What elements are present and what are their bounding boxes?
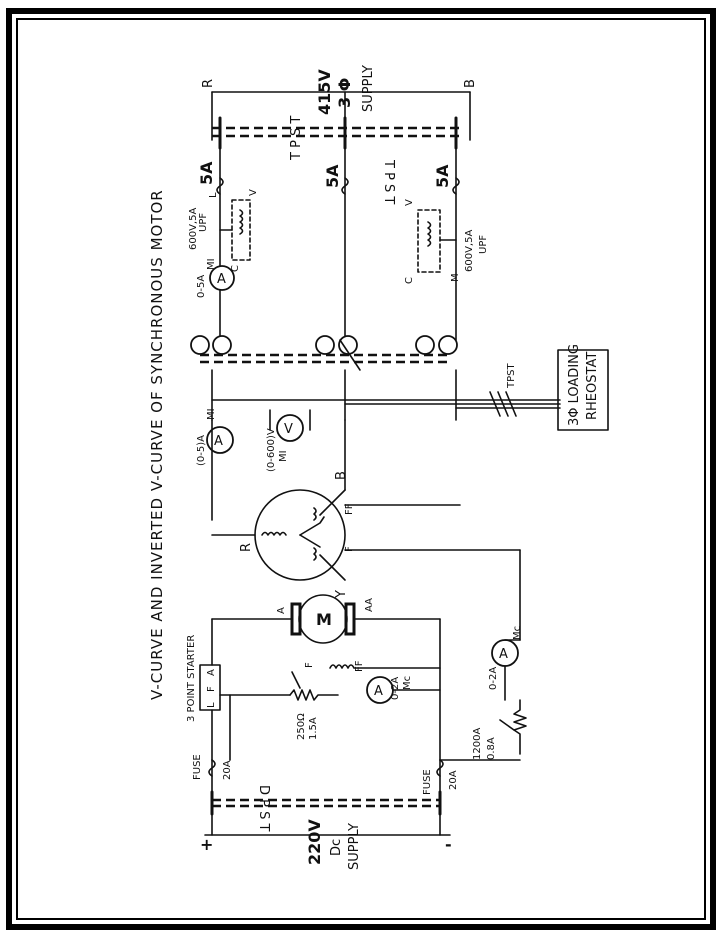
dc-motor-a: A bbox=[276, 607, 287, 614]
dc-supply-type: Dc bbox=[329, 839, 344, 856]
loading-rheostat: 3Φ LOADING RHEOSTAT bbox=[557, 344, 609, 431]
loading-rheostat-line2: RHEOSTAT bbox=[585, 352, 600, 420]
ammeter-0-5a-range: 0-5A bbox=[196, 275, 207, 298]
fuse-5a-y-label: 5A bbox=[323, 164, 342, 188]
ac-ammeter-type: MI bbox=[206, 408, 217, 420]
fuse-5a-r-label: 5A bbox=[197, 161, 216, 185]
dpst-switch: D P S T bbox=[210, 785, 442, 831]
three-point-starter: 3 POINT STARTER L F A bbox=[186, 635, 221, 722]
fuse-dc-2-label: FUSE bbox=[422, 769, 433, 795]
fuse-dc-1: FUSE 20A bbox=[192, 754, 233, 780]
exciter-rheostat-current: 0.8A bbox=[486, 737, 497, 760]
field-rheostat: 250Ω 1.5A bbox=[289, 671, 339, 740]
starter-terminal-f: F bbox=[206, 686, 217, 692]
page-border-inner bbox=[16, 18, 706, 920]
fuse-5a-b-label: 5A bbox=[433, 164, 452, 188]
field-rheostat-current: 1.5A bbox=[308, 717, 319, 740]
field-ammeter-range: 0-2A bbox=[390, 677, 401, 700]
ac-voltmeter-symbol: V bbox=[284, 422, 293, 437]
exciter-rheostat: 1200A 0.8A bbox=[472, 699, 527, 760]
tpst-top-switch: T P S T T P S T bbox=[212, 116, 460, 204]
fuse-5a-r: 5A bbox=[197, 161, 224, 195]
field-rheostat-value: 250Ω bbox=[296, 713, 307, 740]
wattmeter-2-rating: 600V,5A bbox=[464, 230, 475, 272]
wattmeter-1-terminal-v: V bbox=[248, 189, 259, 196]
dc-supply-voltage: 220V bbox=[305, 819, 324, 865]
field-ammeter-symbol: A bbox=[374, 684, 383, 699]
page-border-outer bbox=[6, 8, 716, 930]
tpst-load: TPST bbox=[489, 363, 517, 417]
ac-supply-label: SUPPLY bbox=[361, 65, 376, 112]
wattmeter-1-rating: 600V,5A bbox=[188, 208, 199, 250]
ammeter-0-5a-type: MI bbox=[206, 258, 217, 270]
field-ammeter: A 0-2A Mc bbox=[366, 676, 413, 704]
wattmeter-2-terminal-c: C bbox=[404, 277, 415, 284]
ac-ammeter: A (0-5)A MI bbox=[196, 408, 234, 466]
wattmeter-2-type: UPF bbox=[478, 235, 489, 254]
dc-supply-minus: - bbox=[445, 835, 452, 854]
tpst-mid-switch bbox=[190, 335, 458, 371]
fuse-5a-y: 5A bbox=[323, 164, 349, 195]
starter-label: 3 POINT STARTER bbox=[186, 635, 197, 722]
ac-supply-voltage: 415V bbox=[315, 69, 334, 115]
wattmeter-2-terminal-v: V bbox=[404, 199, 415, 206]
dc-supply-plus: + bbox=[200, 835, 213, 854]
tpst-top-label-2: T P S T bbox=[381, 159, 396, 204]
fuse-dc-1-rating: 20A bbox=[222, 760, 233, 780]
wattmeter-1: 600V,5A UPF L C V bbox=[188, 189, 259, 272]
ac-supply: R B 415V 3 Φ SUPPLY bbox=[201, 65, 478, 141]
dc-supply-label: SUPPLY bbox=[347, 823, 362, 870]
ac-ammeter-symbol: A bbox=[214, 434, 223, 449]
ac-ammeter-range: (0-5)A bbox=[196, 435, 207, 466]
ac-voltmeter-range: (0-600)V bbox=[266, 428, 277, 472]
motor-field-ff: FF bbox=[354, 660, 365, 672]
fuse-dc-1-label: FUSE bbox=[192, 754, 203, 780]
ac-voltmeter-type: MI bbox=[278, 450, 289, 462]
alt-field-ff: FF bbox=[344, 503, 355, 515]
alt-phase-r: R bbox=[239, 543, 254, 552]
wattmeter-1-type: UPF bbox=[198, 213, 209, 232]
motor-field-winding: F FF bbox=[304, 660, 365, 672]
dc-field-ammeter-range: 0-2A bbox=[488, 667, 499, 690]
field-ammeter-type: Mc bbox=[402, 676, 413, 690]
starter-terminal-a: A bbox=[206, 669, 217, 676]
tpst-top-label: T P S T bbox=[289, 116, 304, 161]
dc-field-ammeter-symbol: A bbox=[499, 647, 508, 662]
fuse-5a-b: 5A bbox=[433, 164, 460, 195]
alt-phase-b: B bbox=[334, 471, 349, 480]
dpst-label: D P S T bbox=[256, 785, 271, 831]
ammeter-0-5a: A 0-5A MI bbox=[196, 258, 235, 298]
alt-phase-y: Y bbox=[334, 590, 349, 599]
phase-label-r: R bbox=[201, 79, 216, 88]
ac-supply-phase: 3 Φ bbox=[335, 78, 354, 108]
exciter-rheostat-value: 1200A bbox=[472, 728, 483, 760]
wattmeter-2-terminal-m: M bbox=[450, 273, 461, 282]
starter-terminal-l: L bbox=[206, 702, 217, 708]
wattmeter-2: 600V,5A UPF M C V bbox=[404, 199, 489, 284]
dc-motor-symbol: M bbox=[316, 610, 332, 629]
loading-rheostat-line1: 3Φ LOADING bbox=[567, 344, 582, 426]
diagram-title: V-CURVE AND INVERTED V-CURVE OF SYNCHRON… bbox=[148, 189, 166, 700]
wattmeter-1-terminal-l: L bbox=[208, 192, 219, 198]
wattmeter-1-terminal-c: C bbox=[230, 265, 241, 272]
dc-field-ammeter-type: Mc bbox=[512, 626, 523, 640]
ammeter-0-5a-symbol: A bbox=[217, 272, 226, 287]
ac-voltmeter: V (0-600)V MI bbox=[266, 414, 304, 472]
fuse-dc-2-rating: 20A bbox=[448, 770, 459, 790]
fuse-dc-2: FUSE 20A bbox=[422, 759, 459, 795]
tpst-load-label: TPST bbox=[506, 363, 517, 389]
synchronous-machine: R Y B FF F bbox=[211, 471, 355, 599]
phase-label-b: B bbox=[463, 79, 478, 88]
alt-field-f: F bbox=[344, 546, 355, 552]
motor-field-f: F bbox=[304, 662, 315, 668]
dc-motor-aa: AA bbox=[364, 598, 375, 612]
